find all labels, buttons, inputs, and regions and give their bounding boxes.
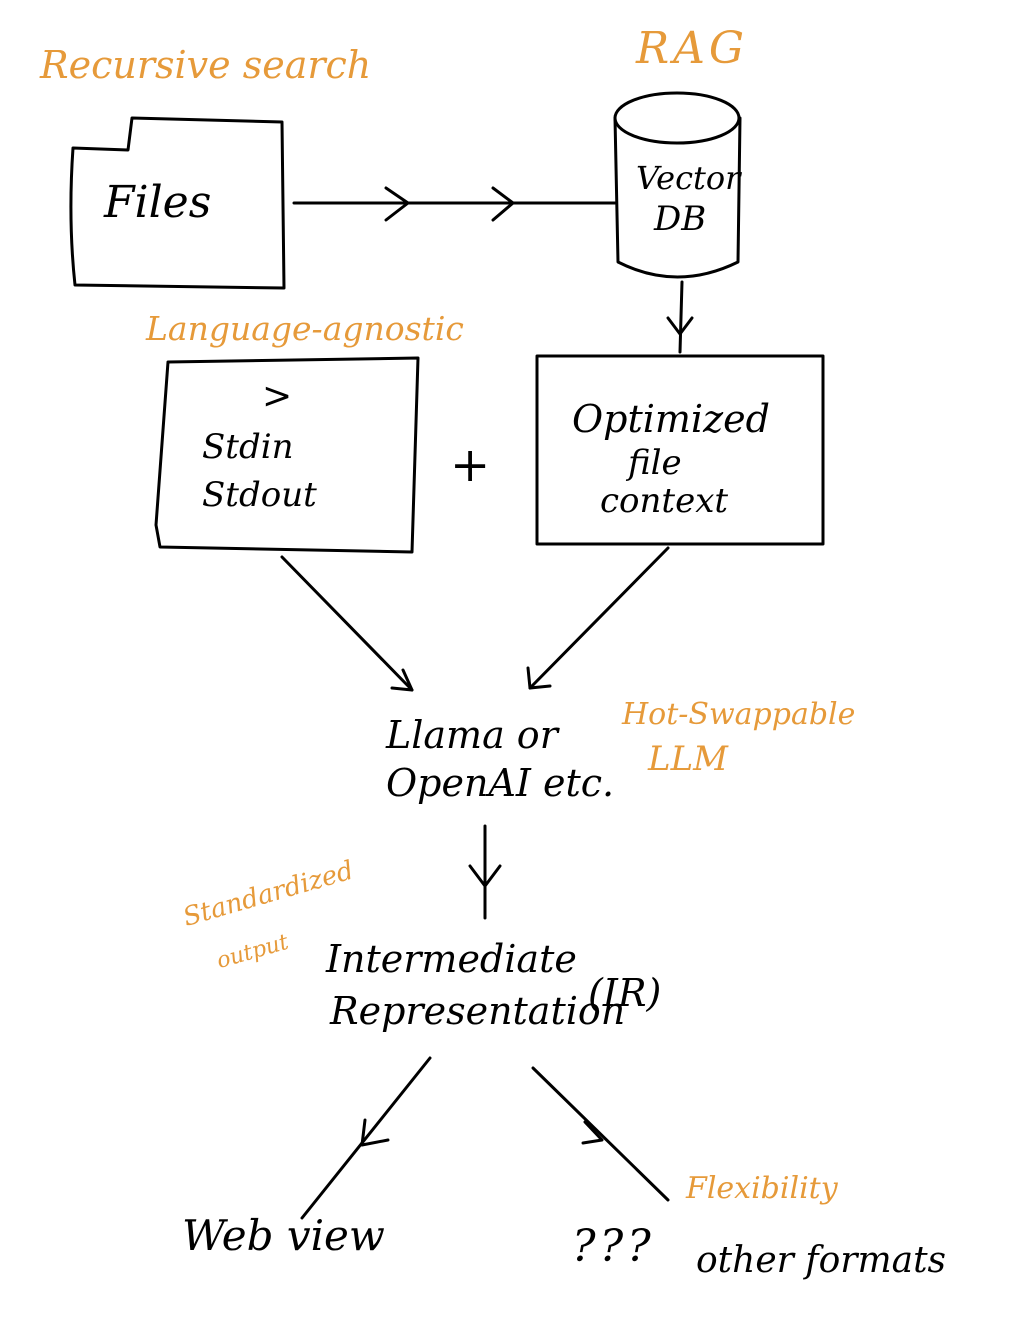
unknown-formats-marks: ??? xyxy=(572,1221,655,1272)
vector-db-top xyxy=(613,91,741,145)
llm-label-line1: Llama or xyxy=(386,713,558,757)
vector-db-label-line2: DB xyxy=(654,199,707,239)
arrowhead-ir-to-other xyxy=(581,1120,604,1145)
flexibility-annotation: Flexibility xyxy=(686,1171,838,1206)
arrow-terminal-to-llm xyxy=(280,555,414,692)
plus-sign: + xyxy=(450,437,491,493)
arrow-ir-to-other xyxy=(531,1066,670,1202)
other-formats-label: other formats xyxy=(696,1240,947,1281)
ir-abbreviation: (IR) xyxy=(588,971,662,1015)
optimized-label-line3: context xyxy=(600,481,729,521)
arrowhead-files-to-db-2 xyxy=(491,186,515,222)
arrowhead-llm-to-ir xyxy=(468,864,502,888)
arrowhead-files-to-db-1 xyxy=(384,186,410,222)
web-view-label: Web view xyxy=(182,1211,385,1260)
ir-label-line2: Representation xyxy=(330,989,626,1033)
arrow-ir-to-webview xyxy=(300,1056,432,1220)
stdout-label: Stdout xyxy=(202,475,317,515)
rag-annotation: RAG xyxy=(636,23,749,74)
arrowhead-db-to-context xyxy=(666,316,694,336)
hot-swappable-llm-annotation: LLM xyxy=(648,739,728,779)
arrow-db-to-context xyxy=(678,280,684,354)
optimized-label-line1: Optimized xyxy=(572,397,770,441)
arrowhead-ir-to-webview xyxy=(360,1118,390,1147)
arrowhead-context-to-llm xyxy=(526,666,552,690)
vector-db-body xyxy=(613,116,742,279)
vector-db-label-line1: Vector xyxy=(636,159,741,197)
stdin-label: Stdin xyxy=(202,427,294,467)
hot-swappable-annotation: Hot-Swappable xyxy=(622,697,856,732)
terminal-box xyxy=(154,356,420,554)
context-box xyxy=(535,354,825,546)
recursive-search-annotation: Recursive search xyxy=(40,43,372,87)
terminal-prompt-icon: > xyxy=(262,376,293,417)
language-agnostic-annotation: Language-agnostic xyxy=(146,309,464,348)
arrowhead-terminal-to-llm xyxy=(390,668,414,692)
optimized-label-line2: file xyxy=(628,443,682,483)
llm-label-line2: OpenAI etc. xyxy=(386,761,615,805)
arrow-context-to-llm xyxy=(528,546,670,690)
ir-label-line1: Intermediate xyxy=(326,937,577,981)
files-label: Files xyxy=(104,177,212,228)
files-folder-shape xyxy=(69,116,286,290)
